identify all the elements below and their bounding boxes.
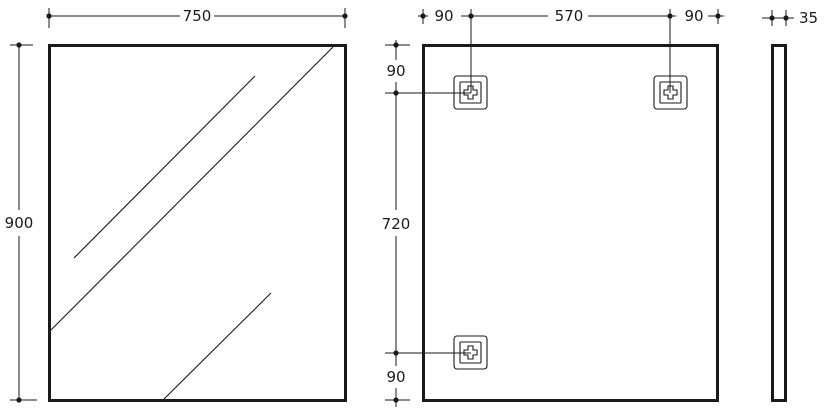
back-top-dimension: 90 570 90 bbox=[418, 7, 724, 93]
back-panel bbox=[422, 44, 719, 402]
glare-line-3 bbox=[163, 292, 272, 400]
glare-line-2 bbox=[50, 46, 334, 331]
back-center-spacing-label: 570 bbox=[555, 7, 584, 25]
glare-line-1 bbox=[73, 75, 256, 259]
front-width-label: 750 bbox=[183, 7, 212, 25]
back-top-offset-label: 90 bbox=[386, 62, 405, 80]
side-panel bbox=[771, 44, 787, 402]
side-view: 35 bbox=[762, 9, 818, 402]
side-depth-label: 35 bbox=[799, 9, 818, 27]
back-vertical-spacing-label: 720 bbox=[382, 215, 411, 233]
back-right-offset-label: 90 bbox=[684, 7, 703, 25]
back-vertical-dimension: 90 720 90 bbox=[382, 40, 471, 407]
front-height-dimension: 900 bbox=[5, 42, 37, 403]
side-depth-dimension: 35 bbox=[762, 9, 818, 27]
front-view: 750 900 bbox=[5, 7, 348, 403]
front-height-label: 900 bbox=[5, 214, 34, 232]
back-view: 90 570 90 90 720 90 bbox=[382, 7, 724, 407]
back-left-offset-label: 90 bbox=[434, 7, 453, 25]
front-width-dimension: 750 bbox=[46, 7, 348, 28]
back-bottom-offset-label: 90 bbox=[386, 368, 405, 386]
front-panel bbox=[48, 44, 347, 402]
